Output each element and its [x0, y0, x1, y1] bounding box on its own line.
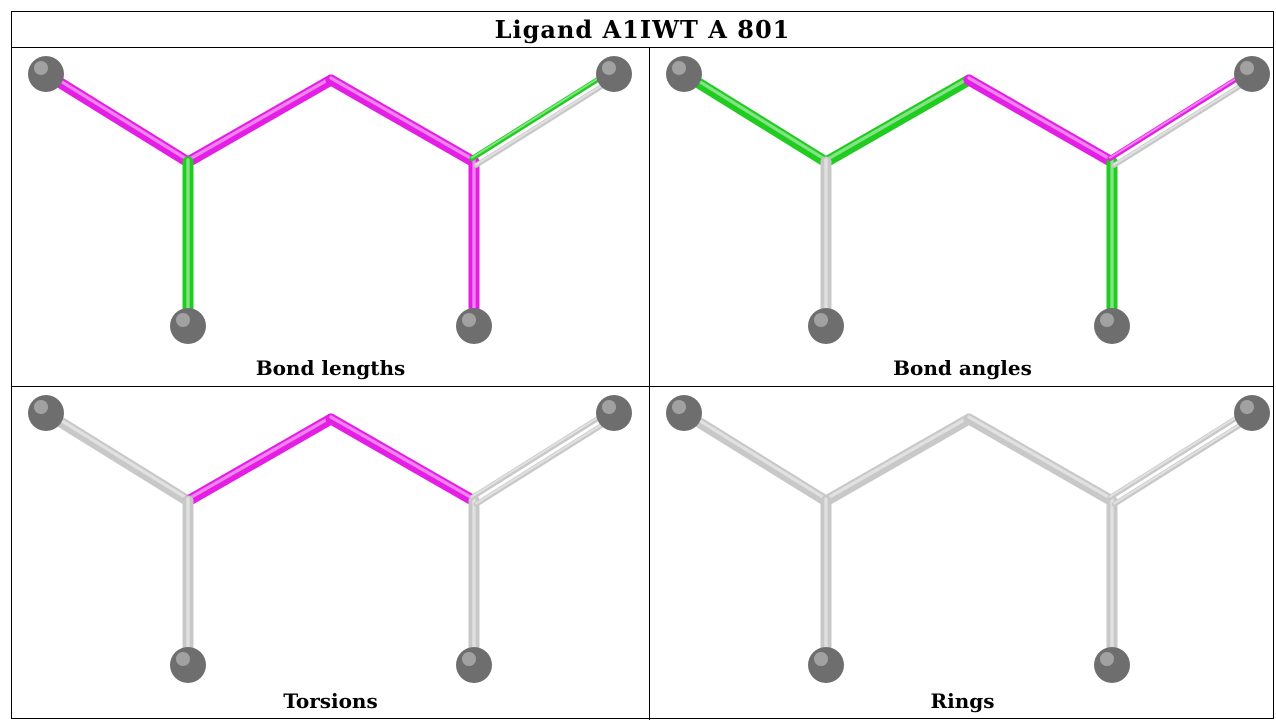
atom-br	[456, 308, 492, 344]
bond-b1-highlight	[44, 409, 190, 501]
atom-bl-highlight	[176, 313, 190, 327]
bond-b3	[325, 413, 480, 507]
bond-b1-highlight	[44, 70, 190, 162]
atom-tl-highlight	[672, 400, 686, 414]
bond-b1	[40, 68, 194, 168]
bond-b7-line-a-highlight	[475, 75, 618, 166]
caption-bond-lengths: Bond lengths	[255, 356, 406, 380]
caption-bond-angles: Bond angles	[893, 356, 1032, 380]
panel-bond-angles: Bond angles	[650, 48, 1275, 386]
bond-b3-highlight	[329, 76, 476, 162]
bond-b7-line-a-highlight	[1113, 75, 1256, 166]
atom-br-highlight	[462, 652, 476, 666]
atom-br-highlight	[462, 313, 476, 327]
bond-b3	[963, 74, 1118, 168]
bond-b2	[182, 74, 337, 168]
atom-tl	[28, 395, 64, 431]
bond-b7-line-a-highlight	[475, 414, 618, 505]
bond-b2-highlight	[186, 76, 333, 162]
atom-tr	[1234, 56, 1270, 92]
atom-bl	[808, 308, 844, 344]
bond-b3	[325, 74, 480, 168]
bond-b3-highlight	[967, 76, 1114, 162]
atom-br	[456, 647, 492, 683]
bond-b1	[678, 407, 832, 507]
figure-title: Ligand A1IWT A 801	[12, 12, 1273, 48]
atom-tl-highlight	[34, 61, 48, 75]
panel-divider-vertical	[649, 48, 650, 720]
molecule-diagram-bond-angles	[666, 56, 1270, 344]
atom-tr	[1234, 395, 1270, 431]
bond-b2	[182, 413, 337, 507]
atom-tl	[666, 395, 702, 431]
molecule-diagram-torsions	[28, 395, 632, 683]
atom-tr-highlight	[602, 400, 616, 414]
atom-tr	[596, 395, 632, 431]
molecule-diagram-bond-lengths	[28, 56, 632, 344]
bond-b2-highlight	[824, 415, 971, 501]
panel-rings: Rings	[650, 387, 1275, 720]
molecule-diagram-rings	[666, 395, 1270, 683]
bond-b7-line-b-highlight	[470, 407, 613, 498]
bond-b1	[678, 68, 832, 168]
bond-b2	[820, 413, 975, 507]
bond-b1-highlight	[682, 70, 828, 162]
bond-b2	[820, 74, 975, 168]
atom-tr-highlight	[1240, 400, 1254, 414]
panel-bond-lengths: Bond lengths	[12, 48, 649, 386]
panel-torsions: Torsions	[12, 387, 649, 720]
atom-bl	[808, 647, 844, 683]
atom-br-highlight	[1100, 313, 1114, 327]
atom-br	[1094, 308, 1130, 344]
bond-b1	[40, 407, 194, 507]
bond-b7-line-b-highlight	[1108, 407, 1251, 498]
atom-tr	[596, 56, 632, 92]
atom-tl-highlight	[34, 400, 48, 414]
panel-divider-horizontal	[12, 386, 1273, 387]
bond-b3-highlight	[329, 415, 476, 501]
atom-tr-highlight	[1240, 61, 1254, 75]
atom-tl	[666, 56, 702, 92]
atom-bl	[170, 647, 206, 683]
atom-bl-highlight	[814, 313, 828, 327]
bond-b7-line-a-highlight	[1113, 414, 1256, 505]
atom-tr-highlight	[602, 61, 616, 75]
bond-b7-line-b-highlight	[470, 68, 613, 159]
atom-bl-highlight	[176, 652, 190, 666]
bond-b3-highlight	[967, 415, 1114, 501]
atom-bl	[170, 308, 206, 344]
atom-tl	[28, 56, 64, 92]
bond-b2-highlight	[824, 76, 971, 162]
caption-rings: Rings	[930, 689, 995, 713]
figure-frame: Ligand A1IWT A 801 Bond lengths Bond ang…	[11, 11, 1275, 720]
atom-br	[1094, 647, 1130, 683]
atom-br-highlight	[1100, 652, 1114, 666]
bond-b2-highlight	[186, 415, 333, 501]
caption-torsions: Torsions	[283, 689, 378, 713]
bond-b7-line-b-highlight	[1108, 68, 1251, 159]
atom-bl-highlight	[814, 652, 828, 666]
bond-b1-highlight	[682, 409, 828, 501]
atom-tl-highlight	[672, 61, 686, 75]
bond-b3	[963, 413, 1118, 507]
